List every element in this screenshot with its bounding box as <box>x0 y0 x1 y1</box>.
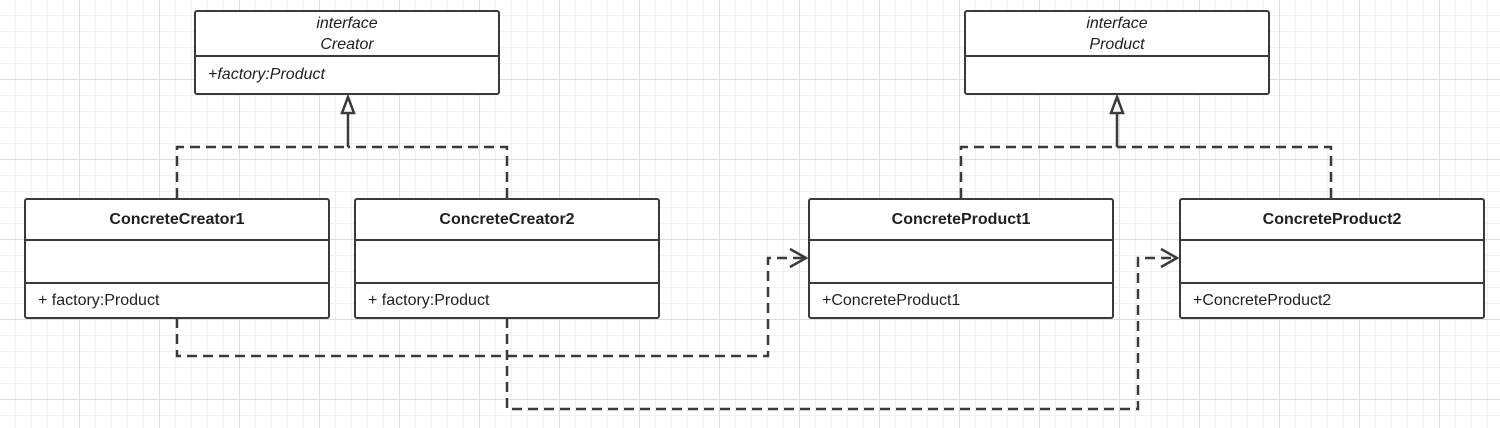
realization-product1-to-product <box>959 145 1117 198</box>
dependency-creator1-to-product1 <box>175 256 804 358</box>
class-concrete-creator-1[interactable]: ConcreteCreator1 + factory:Product <box>24 198 330 319</box>
realization-creator1-to-creator <box>175 145 348 198</box>
class-name: ConcreteCreator2 <box>356 200 658 241</box>
class-name: ConcreteProduct1 <box>810 200 1112 241</box>
class-product-interface[interactable]: interface Product <box>964 10 1270 95</box>
class-method: +ConcreteProduct1 <box>822 291 961 309</box>
class-name: ConcreteCreator1 <box>26 200 328 241</box>
class-concrete-creator-2[interactable]: ConcreteCreator2 + factory:Product <box>354 198 660 319</box>
class-attributes-empty <box>26 241 328 284</box>
realization-creator2-to-creator <box>348 145 509 198</box>
class-method: + factory:Product <box>38 291 160 309</box>
class-method: +factory:Product <box>208 66 325 83</box>
class-method: + factory:Product <box>368 291 490 309</box>
class-name: ConcreteProduct2 <box>1181 200 1483 241</box>
class-name: Product <box>1089 35 1145 53</box>
realization-arrowhead-product <box>1109 93 1125 115</box>
class-attributes-empty <box>810 241 1112 284</box>
realization-arrowhead-creator <box>340 93 356 115</box>
class-concrete-product-2[interactable]: ConcreteProduct2 +ConcreteProduct2 <box>1179 198 1485 319</box>
dependency-arrowhead-product2 <box>1160 247 1180 269</box>
dependency-arrowhead-product1 <box>789 247 809 269</box>
stereotype-label: interface <box>316 14 378 32</box>
class-concrete-product-1[interactable]: ConcreteProduct1 +ConcreteProduct1 <box>808 198 1114 319</box>
class-attributes-empty <box>356 241 658 284</box>
class-header: interface Creator <box>196 12 498 57</box>
dependency-creator2-to-product2 <box>505 256 1175 411</box>
class-method: +ConcreteProduct2 <box>1193 291 1332 309</box>
realization-product2-to-product <box>1117 145 1333 198</box>
class-creator-interface[interactable]: interface Creator +factory:Product <box>194 10 500 95</box>
class-attributes-empty <box>1181 241 1483 284</box>
class-members-empty <box>966 57 1268 93</box>
stereotype-label: interface <box>1086 14 1148 32</box>
class-name: Creator <box>320 35 374 53</box>
class-header: interface Product <box>966 12 1268 57</box>
